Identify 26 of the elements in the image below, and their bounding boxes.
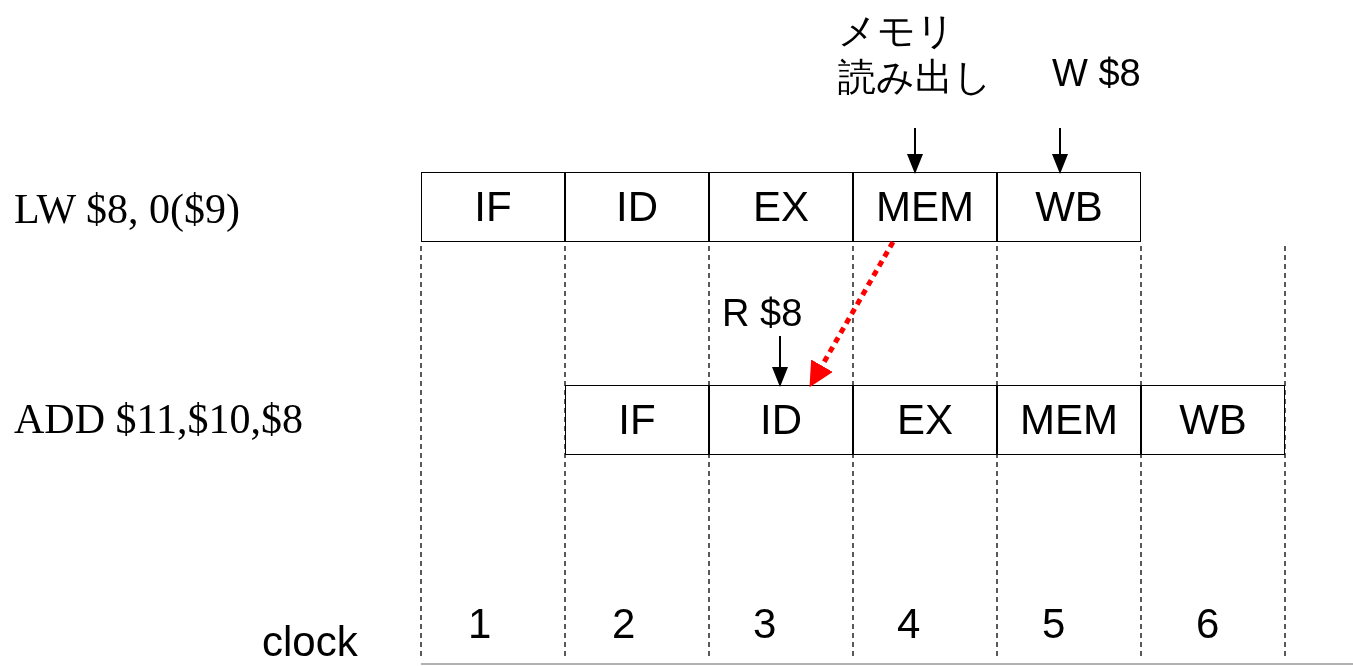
stage-box: EX <box>709 172 853 242</box>
stage-box: WB <box>1141 385 1285 455</box>
stage-box: EX <box>853 385 997 455</box>
clock-number: 2 <box>612 600 636 648</box>
stage-box: MEM <box>853 172 997 242</box>
clock-number: 3 <box>753 600 777 648</box>
clock-number: 5 <box>1042 600 1066 648</box>
arrow <box>772 335 788 387</box>
clock-number: 1 <box>468 600 492 648</box>
annotation-text: メモリ読み出し <box>838 8 1028 100</box>
stage-box: IF <box>565 385 709 455</box>
stage-box: ID <box>565 172 709 242</box>
annotation-text: R $8 <box>722 290 803 336</box>
arrow <box>907 127 923 174</box>
arrow <box>809 240 896 388</box>
annotation-text: W $8 <box>1052 50 1141 96</box>
stage-box: IF <box>421 172 565 242</box>
axis-label: clock <box>262 618 358 666</box>
stage-box: ID <box>709 385 853 455</box>
instruction-label: LW $8, 0($9) <box>14 185 240 233</box>
stage-box: WB <box>997 172 1141 242</box>
clock-number: 4 <box>897 600 921 648</box>
clock-number: 6 <box>1196 600 1220 648</box>
stage-box: MEM <box>997 385 1141 455</box>
instruction-label: ADD $11,$10,$8 <box>14 395 303 443</box>
arrow <box>1052 127 1068 174</box>
